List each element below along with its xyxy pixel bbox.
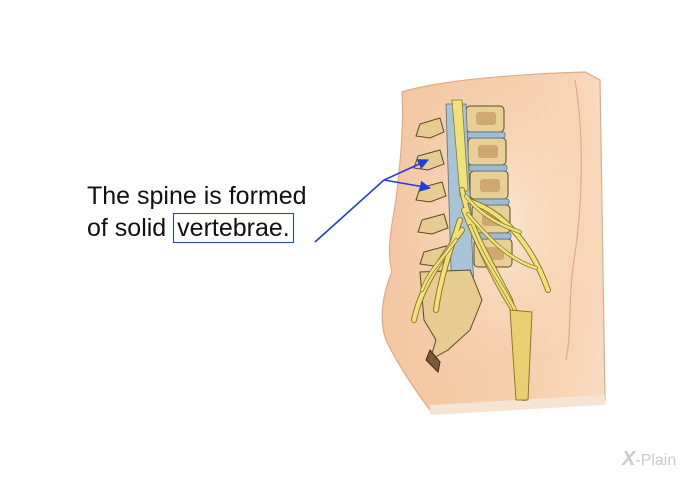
caption-text: The spine is formed of solid vertebrae. — [87, 180, 307, 244]
vertebrae-highlight: vertebrae. — [173, 213, 294, 243]
xplain-logo-icon: X-Plain — [622, 448, 676, 471]
caption-line-1: The spine is formed — [87, 182, 307, 210]
pointer-arrows — [314, 159, 432, 243]
logo-text: -Plain — [635, 452, 677, 469]
caption-line-2-prefix: of solid — [87, 214, 174, 242]
nerve-bundle — [411, 187, 551, 401]
caption-line-2: of solid vertebrae. — [87, 212, 307, 244]
logo-mark: X — [622, 448, 636, 470]
